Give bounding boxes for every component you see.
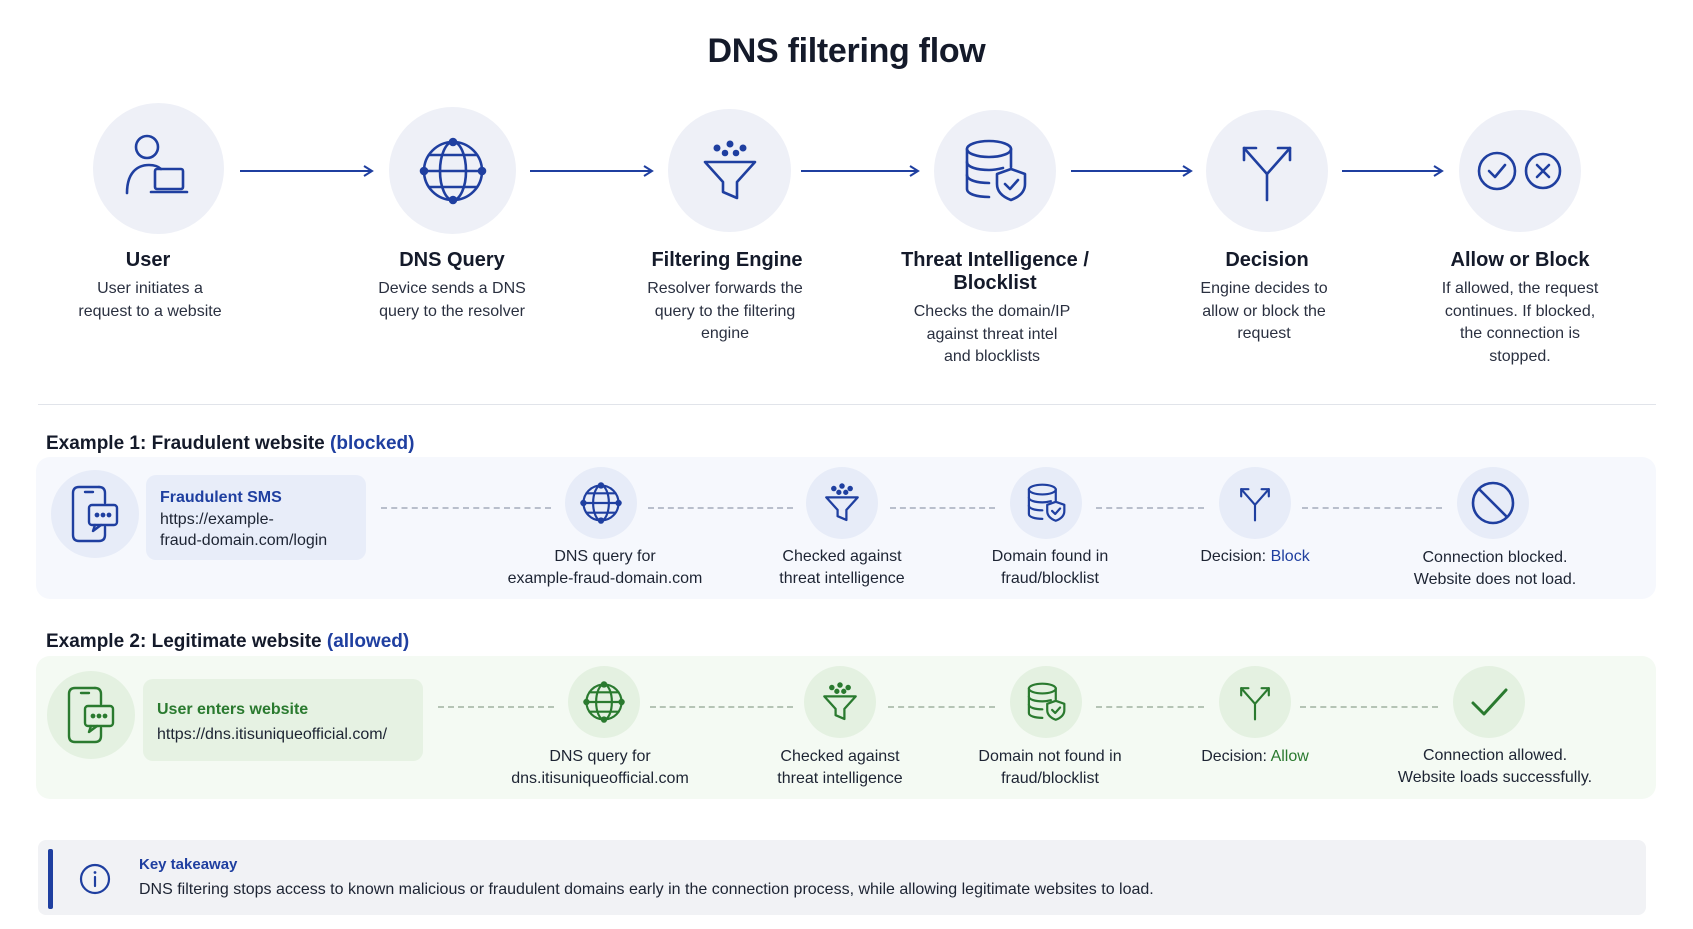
- check-icon: [1471, 688, 1508, 716]
- example1-connector-2: [648, 507, 793, 509]
- check-x-icon: [1477, 151, 1562, 191]
- info-icon: [79, 863, 111, 895]
- example2-filter-circle: [804, 666, 876, 738]
- example2-decision-value: Allow: [1270, 748, 1309, 765]
- example1-filter-circle: [806, 467, 878, 539]
- filter-funnel-icon: [703, 140, 756, 199]
- step-allow-block-circle: [1459, 110, 1581, 232]
- example1-result-circle: [1457, 467, 1529, 539]
- takeaway-text: DNS filtering stops access to known mali…: [139, 881, 1154, 898]
- database-shield-icon: [1027, 682, 1066, 721]
- example1-sms-box: Fraudulent SMS https://example-fraud-dom…: [146, 475, 366, 560]
- example2-url-box: User enters website https://dns.itisuniq…: [143, 679, 423, 761]
- example1-connector-3: [890, 507, 995, 509]
- example2-caption-decision: Decision: Allow: [1201, 748, 1309, 765]
- split-arrow-icon: [1242, 146, 1292, 202]
- example2-connector-1: [438, 706, 554, 708]
- example2-title: Example 2: Legitimate website (allowed): [46, 631, 410, 652]
- example1-connector-4: [1096, 507, 1204, 509]
- example2-url: https://dns.itisuniqueofficial.com/: [157, 726, 388, 743]
- step-name-filtering-engine: Filtering Engine: [651, 249, 803, 271]
- step-name-decision: Decision: [1225, 249, 1309, 271]
- example1-decision-value: Block: [1270, 548, 1310, 565]
- example1-phone-circle: [51, 470, 139, 558]
- example1-sms-url: https://example-fraud-domain.com/login: [160, 511, 328, 549]
- example1-dns-circle: [565, 467, 637, 539]
- phone-message-icon: [71, 485, 119, 543]
- section-divider: [38, 404, 1656, 405]
- step-threat-intel-circle: [934, 110, 1056, 232]
- example1-title: Example 1: Fraudulent website (blocked): [46, 433, 415, 454]
- example1-connector-1: [381, 507, 551, 509]
- flow-arrow-3: [801, 165, 920, 177]
- example1-connector-5: [1302, 507, 1442, 509]
- takeaway-accent-bar: [48, 849, 53, 909]
- step-filtering-engine-circle: [668, 109, 791, 232]
- example2-connector-5: [1300, 706, 1438, 708]
- database-shield-icon: [965, 139, 1027, 202]
- user-laptop-icon: [125, 134, 188, 194]
- example1-sms-title: Fraudulent SMS: [160, 489, 282, 506]
- example2-connector-4: [1096, 706, 1204, 708]
- example2-url-title: User enters website: [157, 701, 309, 718]
- flow-arrow-5: [1342, 165, 1444, 177]
- example1-caption-decision: Decision: Block: [1200, 548, 1310, 565]
- filter-funnel-icon: [825, 483, 859, 522]
- example2-result-circle: [1453, 666, 1525, 738]
- takeaway-box: [38, 840, 1646, 915]
- filter-funnel-icon: [823, 682, 857, 721]
- takeaway-title: Key takeaway: [139, 856, 238, 873]
- split-arrow-icon: [1240, 488, 1270, 522]
- step-decision-circle: [1206, 110, 1328, 232]
- phone-message-icon: [67, 686, 115, 744]
- blocked-icon: [1471, 481, 1515, 525]
- example2-connector-2: [650, 706, 793, 708]
- example1-caption-result: Connection blocked.Website does not load…: [1413, 549, 1577, 588]
- step-name-dns-query: DNS Query: [399, 249, 505, 271]
- flow-arrow-4: [1071, 165, 1193, 177]
- example1-decision-circle: [1219, 467, 1291, 539]
- globe-network-icon: [419, 137, 486, 204]
- diagram-title: DNS filtering flow: [707, 32, 986, 70]
- step-dns-query-circle: [389, 107, 516, 234]
- example2-decision-circle: [1219, 666, 1291, 738]
- globe-network-icon: [583, 681, 625, 723]
- step-user-circle: [93, 103, 224, 234]
- database-shield-icon: [1027, 483, 1066, 522]
- step-name-allow-block: Allow or Block: [1450, 249, 1590, 271]
- example2-dns-circle: [568, 666, 640, 738]
- step-name-threat-intel: Threat Intelligence /Blocklist: [901, 249, 1089, 294]
- example2-phone-circle: [47, 671, 135, 759]
- example2-connector-3: [888, 706, 995, 708]
- split-arrow-icon: [1240, 687, 1270, 721]
- example2-db-circle: [1010, 666, 1082, 738]
- example2-caption-result: Connection allowed.Website loads success…: [1397, 747, 1593, 786]
- flow-arrow-2: [530, 165, 654, 177]
- example1-db-circle: [1010, 467, 1082, 539]
- step-name-user: User: [125, 249, 171, 271]
- globe-network-icon: [580, 482, 622, 524]
- flow-arrow-1: [240, 165, 374, 177]
